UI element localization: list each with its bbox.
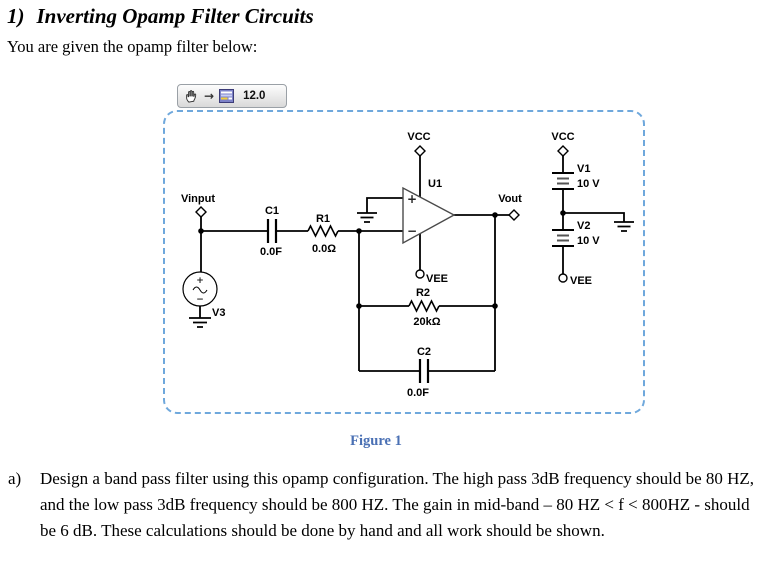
vcc-opamp-label: VCC bbox=[407, 131, 430, 143]
opamp-minus-input: − bbox=[407, 224, 417, 238]
wires bbox=[199, 155, 625, 372]
junction-dots bbox=[198, 210, 566, 309]
vinput-label: Vinput bbox=[181, 193, 215, 205]
v2-value-label: 10 V bbox=[577, 235, 600, 247]
capacitor-c1[interactable]: C1 0.0F bbox=[260, 205, 282, 258]
circuit-schematic: Vinput C1 0.0F R1 0.0Ω + − U1 VCC bbox=[181, 131, 634, 399]
feedback-resistor-r2[interactable]: R2 20kΩ bbox=[408, 287, 441, 328]
v1-name-label: V1 bbox=[577, 163, 590, 175]
question-text: Design a band pass filter using this opa… bbox=[40, 469, 755, 540]
v3-name-label: V3 bbox=[212, 307, 225, 319]
c2-value-label: 0.0F bbox=[407, 387, 429, 399]
section-title-text: Inverting Opamp Filter Circuits bbox=[36, 4, 314, 28]
r2-name-label: R2 bbox=[416, 287, 430, 299]
vout-label: Vout bbox=[498, 193, 522, 205]
vee-terminal-opamp[interactable]: VEE bbox=[415, 269, 448, 285]
question-marker: a) bbox=[8, 469, 22, 488]
v1-value-label: 10 V bbox=[577, 178, 600, 190]
arrow-right-icon: → bbox=[204, 89, 215, 103]
simulator-zoom-toolbar[interactable]: → 12.0 bbox=[177, 84, 287, 108]
schematic-container: Vinput C1 0.0F R1 0.0Ω + − U1 VCC bbox=[163, 110, 645, 414]
battery-v1[interactable]: V1 10 V bbox=[552, 163, 600, 190]
zoom-level-value: 12.0 bbox=[243, 90, 266, 102]
page-title: 1) Inverting Opamp Filter Circuits bbox=[7, 4, 314, 29]
c1-value-label: 0.0F bbox=[260, 246, 282, 258]
r1-name-label: R1 bbox=[316, 213, 330, 225]
vout-terminal[interactable]: Vout bbox=[498, 193, 522, 221]
source-v3[interactable]: + − V3 bbox=[182, 271, 225, 319]
ground-opamp-input bbox=[357, 212, 377, 223]
c1-name-label: C1 bbox=[265, 205, 279, 217]
question-item-a: a) Design a band pass filter using this … bbox=[8, 466, 764, 544]
figure-caption: Figure 1 bbox=[350, 433, 402, 449]
resistor-r1[interactable]: R1 0.0Ω bbox=[307, 213, 339, 255]
vee-terminal-supply[interactable]: VEE bbox=[558, 273, 592, 287]
section-number: 1) bbox=[7, 4, 25, 28]
vinput-terminal[interactable]: Vinput bbox=[181, 193, 215, 218]
v3-plus-sign: + bbox=[196, 276, 204, 286]
vee-opamp-label: VEE bbox=[426, 273, 448, 285]
c2-name-label: C2 bbox=[417, 346, 431, 358]
u1-name-label: U1 bbox=[428, 178, 442, 190]
v2-name-label: V2 bbox=[577, 220, 590, 232]
battery-v2[interactable]: V2 10 V bbox=[552, 220, 600, 247]
vee-supply-label: VEE bbox=[570, 275, 592, 287]
opamp-plus-input: + bbox=[407, 192, 417, 206]
ground-supply bbox=[614, 221, 634, 232]
vcc-terminal-opamp[interactable]: VCC bbox=[407, 131, 431, 157]
ground-v3 bbox=[189, 317, 211, 328]
intro-text: You are given the opamp filter below: bbox=[7, 37, 258, 56]
opamp-u1[interactable]: + − U1 bbox=[402, 178, 456, 245]
vcc-terminal-supply[interactable]: VCC bbox=[551, 131, 575, 157]
vcc-supply-label: VCC bbox=[551, 131, 574, 143]
v3-minus-sign: − bbox=[196, 295, 204, 305]
r1-value-label: 0.0Ω bbox=[312, 243, 336, 255]
schematic-sheet-icon bbox=[219, 89, 235, 103]
feedback-capacitor-c2[interactable]: C2 0.0F bbox=[407, 346, 431, 399]
r2-value-label: 20kΩ bbox=[413, 316, 440, 328]
sine-wave-icon bbox=[192, 286, 208, 294]
pan-hand-icon bbox=[186, 89, 197, 103]
